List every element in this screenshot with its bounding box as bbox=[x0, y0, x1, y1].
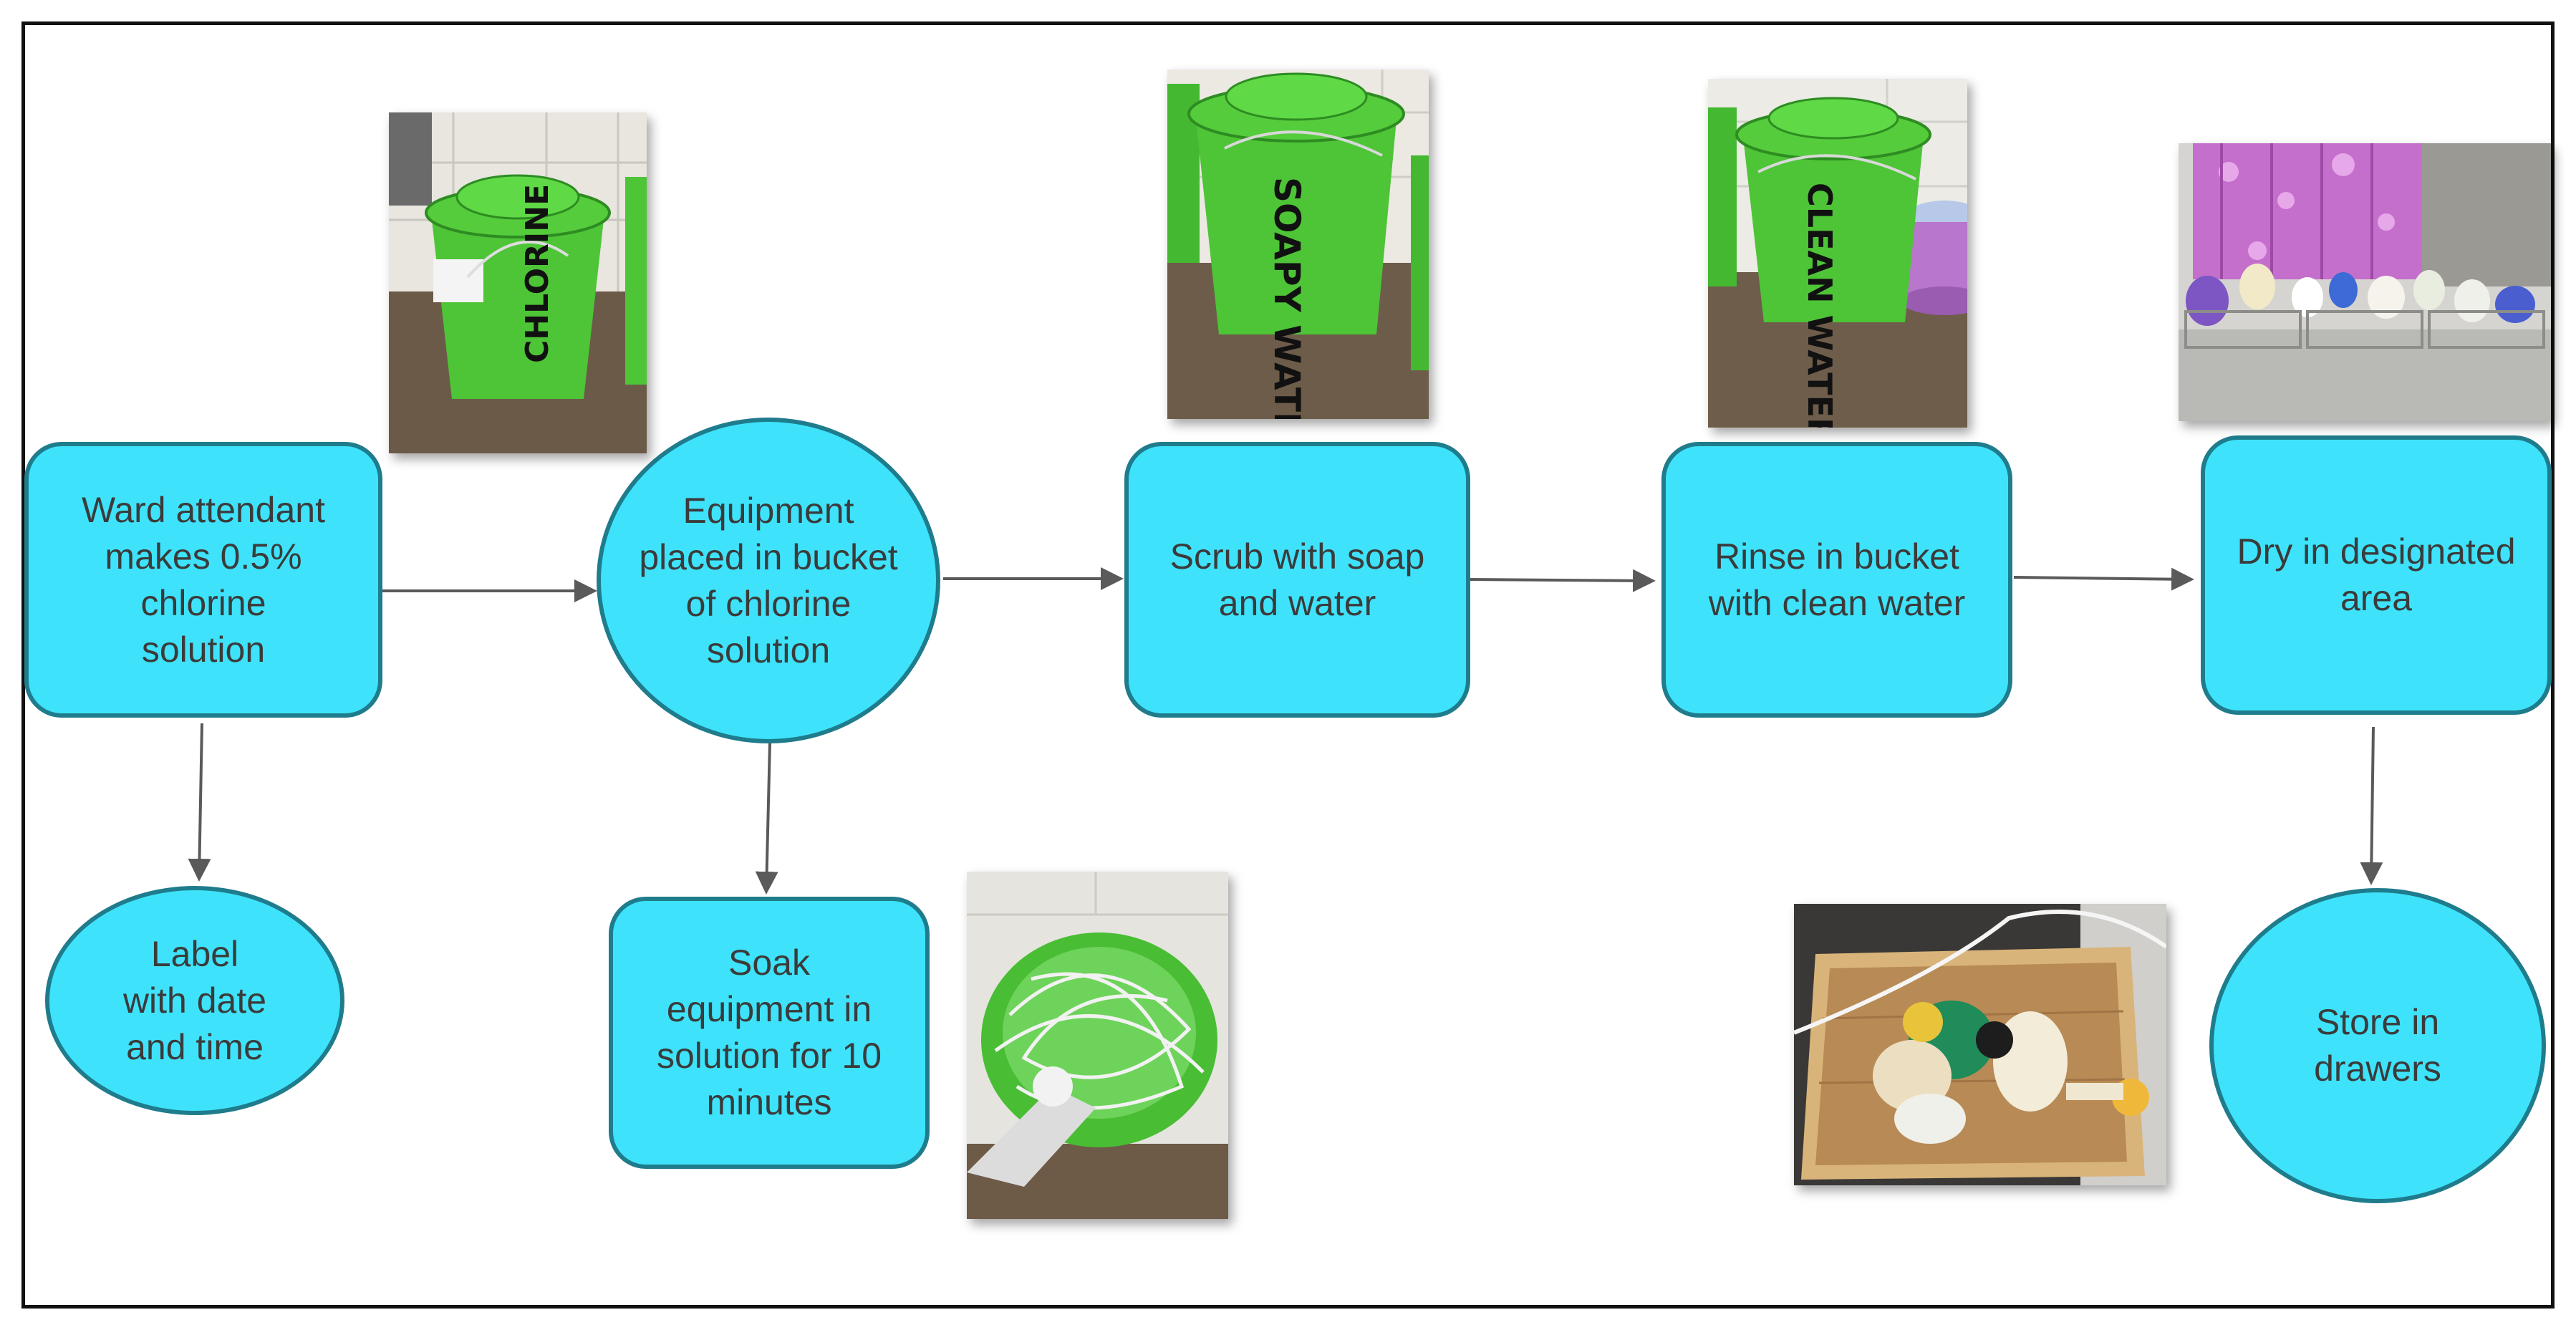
node-soak-label: Soak equipment in solution for 10 minute… bbox=[656, 943, 882, 1122]
node-soak: Soak equipment in solution for 10 minute… bbox=[609, 897, 930, 1169]
soaking-tubing-photo bbox=[967, 872, 1228, 1219]
arrow-make-to-label bbox=[188, 723, 211, 882]
node-label-date: Label with date and time bbox=[45, 886, 344, 1115]
clean-water-bucket-photo: CLEAN WATER bbox=[1708, 79, 1967, 428]
node-make-solution: Ward attendant makes 0.5% chlorine solut… bbox=[24, 442, 382, 718]
node-dry-label: Dry in designated area bbox=[2237, 531, 2516, 618]
chlorine-bucket-photo: CHLORINE bbox=[389, 112, 647, 453]
drying-rack-photo bbox=[2179, 143, 2551, 421]
chlorine-bucket-text: CHLORINE bbox=[519, 184, 556, 363]
node-dry: Dry in designated area bbox=[2201, 435, 2552, 715]
node-make-solution-label: Ward attendant makes 0.5% chlorine solut… bbox=[81, 489, 325, 670]
node-store-label: Store in drawers bbox=[2314, 1002, 2441, 1089]
node-rinse-label: Rinse in bucket with clean water bbox=[1708, 536, 1966, 623]
arrow-rinse-to-dry bbox=[2013, 567, 2194, 591]
arrow-dry-to-store bbox=[2360, 726, 2383, 885]
arrow-place-to-soak bbox=[755, 742, 778, 895]
soapy-water-bucket-text: SOAPY WATER bbox=[1266, 177, 1308, 419]
node-place-equipment-label: Equipment placed in bucket of chlorine s… bbox=[639, 490, 898, 670]
node-scrub-label: Scrub with soap and water bbox=[1169, 536, 1425, 623]
arrow-scrub-to-rinse bbox=[1470, 569, 1656, 592]
node-scrub: Scrub with soap and water bbox=[1124, 442, 1470, 718]
node-label-date-label: Label with date and time bbox=[122, 933, 267, 1067]
node-place-equipment: Equipment placed in bucket of chlorine s… bbox=[597, 418, 940, 743]
resuscitator-tray-photo bbox=[1794, 904, 2166, 1185]
soapy-water-bucket-photo: SOAPY WATER bbox=[1167, 69, 1429, 419]
node-store: Store in drawers bbox=[2209, 888, 2546, 1203]
clean-water-bucket-text: CLEAN WATER bbox=[1800, 183, 1839, 428]
diagram-frame bbox=[21, 21, 2555, 1309]
node-rinse: Rinse in bucket with clean water bbox=[1661, 442, 2012, 718]
